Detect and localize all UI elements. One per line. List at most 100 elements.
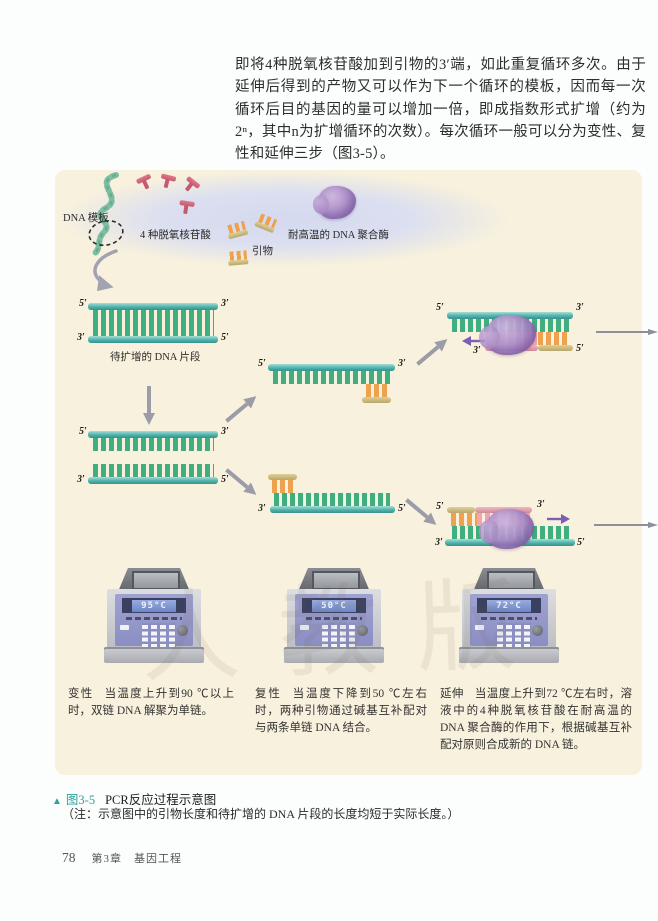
dna-backbone xyxy=(88,431,218,438)
machine-lid xyxy=(473,568,545,590)
machine-lid-tray xyxy=(487,571,535,590)
cycle-continues-arrow xyxy=(594,520,658,530)
primer-icon xyxy=(227,250,248,267)
temperature-readout: 95°C xyxy=(132,599,176,612)
nucleotide-icon xyxy=(178,200,195,216)
dna-template-squiggle-icon xyxy=(88,172,124,257)
prime-label: 5′ xyxy=(258,358,266,369)
prime-label: 3′ xyxy=(221,426,229,437)
figure-title: PCR反应过程示意图 xyxy=(105,793,217,807)
dna-template-illustration xyxy=(70,170,132,260)
step-text: 当温度上升到90 ℃以上时，双链 DNA 解聚为单链。 xyxy=(68,688,235,717)
machine-body: 50°C xyxy=(287,589,381,649)
step-text: 当温度下降到50 ℃左右时，两种引物通过碱基互补配对与两条单链 DNA 结合。 xyxy=(255,688,428,734)
prime-label: 3′ xyxy=(473,345,481,356)
temperature-readout: 50°C xyxy=(312,599,356,612)
dna-teeth xyxy=(273,371,391,384)
page-number: 78 xyxy=(62,850,76,865)
machine-knob xyxy=(532,625,543,636)
machine-front-panel: 50°C xyxy=(295,594,373,648)
prime-label: 5′ xyxy=(398,503,406,514)
primer-backbone xyxy=(362,397,391,403)
machine-base xyxy=(104,647,204,663)
machine-base xyxy=(459,647,559,663)
prime-label: 5′ xyxy=(221,474,229,485)
prime-label: 5′ xyxy=(436,501,444,512)
machine-body: 72°C xyxy=(462,589,556,649)
prime-label: 3′ xyxy=(576,302,584,313)
dna-template-label: DNA 模板 xyxy=(63,213,109,224)
prime-label: 5′ xyxy=(576,343,584,354)
machine-lid xyxy=(298,568,370,590)
prime-label: 3′ xyxy=(537,499,545,510)
prime-label: 3′ xyxy=(398,358,406,369)
polymerase-label: 耐高温的 DNA 聚合酶 xyxy=(288,230,389,241)
prime-label: 3′ xyxy=(77,332,85,343)
dna-teeth xyxy=(274,493,390,506)
primer-teeth xyxy=(366,384,387,397)
machine-keypad xyxy=(322,623,356,648)
machine-body: 95°C xyxy=(107,589,201,649)
arrow-up-right xyxy=(222,392,260,427)
step-denaturation: 变性当温度上升到90 ℃以上时，双链 DNA 解聚为单链。 xyxy=(68,686,234,720)
prime-label: 5′ xyxy=(79,426,87,437)
pcr-machine-extension: 72°C xyxy=(459,568,559,668)
step-annealing: 复性当温度下降到50 ℃左右时，两种引物通过碱基互补配对与两条单链 DNA 结合… xyxy=(255,686,427,737)
dna-backbone xyxy=(88,336,218,343)
polymerase-icon xyxy=(479,315,536,355)
figure-note: （注：示意图中的引物长度和待扩增的 DNA 片段的长度均短于实际长度。） xyxy=(62,807,460,821)
machine-lid xyxy=(118,568,190,590)
dna-backbone xyxy=(268,364,395,371)
polymerase-icon xyxy=(312,186,356,219)
prime-label: 5′ xyxy=(436,302,444,313)
machine-function-keys xyxy=(126,617,182,620)
nucleotides-label: 4 种脱氧核苷酸 xyxy=(140,230,211,241)
machine-function-keys xyxy=(306,617,362,620)
dna-teeth xyxy=(93,310,214,323)
step-title: 延伸 xyxy=(440,688,464,700)
pcr-machine-denaturation: 95°C xyxy=(104,568,204,668)
dna-backbone xyxy=(270,506,395,513)
machine-front-panel: 72°C xyxy=(470,594,548,648)
machine-display: 50°C xyxy=(302,598,366,613)
machine-keypad xyxy=(142,623,176,648)
curved-arrow xyxy=(80,248,136,294)
machine-knob xyxy=(357,625,368,636)
machine-front-panel: 95°C xyxy=(115,594,193,648)
machine-lid-tray xyxy=(132,571,180,590)
machine-base xyxy=(284,647,384,663)
machine-button xyxy=(300,625,309,630)
dna-backbone xyxy=(88,477,218,484)
intro-paragraph: 即将4种脱氧核苷酸加到引物的3′端，如此重复循环多次。由于延伸后得到的产物又可以… xyxy=(235,57,646,163)
step-title: 变性 xyxy=(68,688,94,700)
dna-teeth xyxy=(93,464,214,477)
lavender-background-blob xyxy=(58,171,510,267)
prime-label: 3′ xyxy=(77,474,85,485)
machine-display: 72°C xyxy=(477,598,541,613)
prime-label: 3′ xyxy=(258,503,266,514)
fragment-label: 待扩增的 DNA 片段 xyxy=(110,352,201,363)
primer-teeth xyxy=(451,513,477,526)
primer-backbone xyxy=(447,507,475,513)
prime-label: 5′ xyxy=(221,332,229,343)
pcr-machine-annealing: 50°C xyxy=(284,568,384,668)
step-extension: 延伸当温度上升到72 ℃左右时，溶液中的4种脱氧核苷酸在耐高温的 DNA 聚合酶… xyxy=(440,686,632,754)
cycle-continues-arrow xyxy=(596,327,658,337)
dna-backbone xyxy=(88,303,218,310)
synthesis-direction-arrow-right xyxy=(546,514,570,524)
machine-button xyxy=(120,625,129,630)
dna-teeth xyxy=(93,323,214,336)
primer-backbone xyxy=(268,474,297,480)
figure-number: 图3-5 xyxy=(65,793,96,807)
primer-teeth xyxy=(272,480,293,493)
arrow-down-right xyxy=(222,465,260,500)
primer-label: 引物 xyxy=(252,246,273,257)
primer-teeth xyxy=(538,332,567,345)
prime-label: 5′ xyxy=(577,537,585,548)
primer-backbone xyxy=(538,345,573,351)
machine-button xyxy=(475,625,484,630)
polymerase-icon xyxy=(479,509,534,549)
